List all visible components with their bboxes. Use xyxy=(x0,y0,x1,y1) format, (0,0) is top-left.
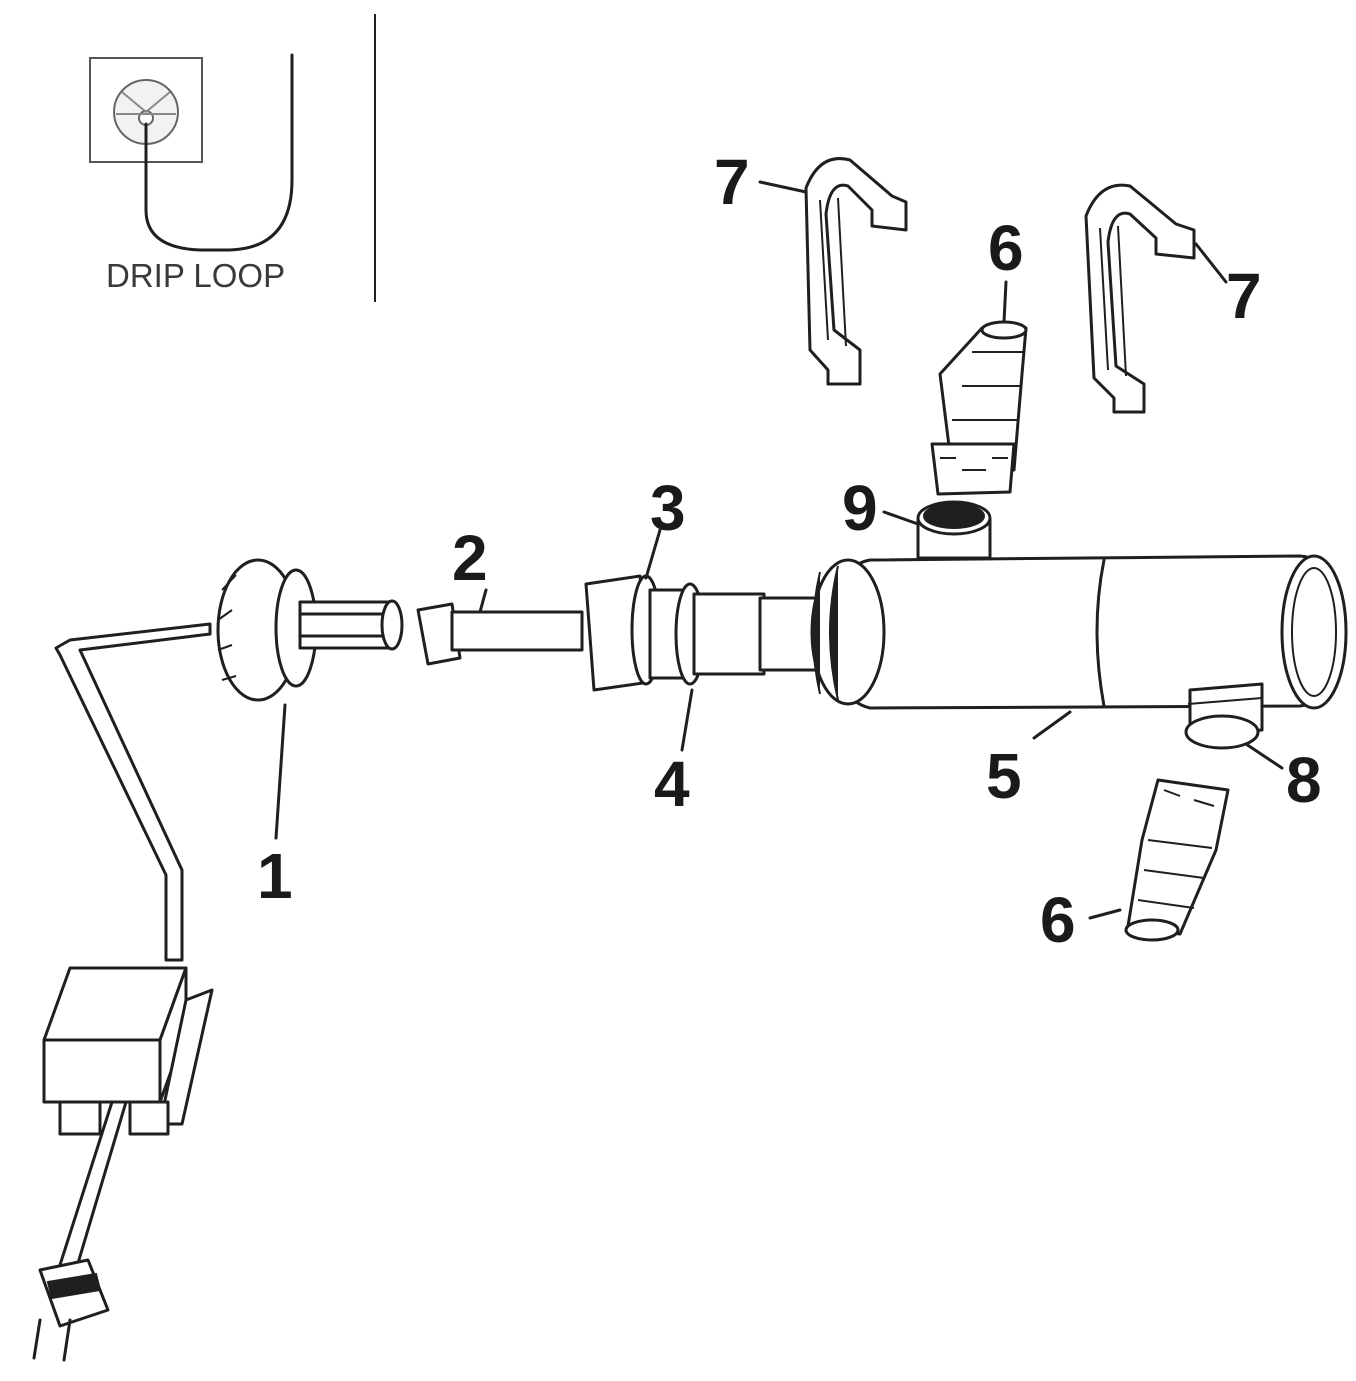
drip-loop-inset: DRIP LOOP xyxy=(89,14,376,302)
callout-6-upper: 6 xyxy=(988,212,1024,284)
callout-6-lower: 6 xyxy=(1040,884,1076,956)
part-6-hose-tail-upper xyxy=(930,320,1028,496)
part-2-uv-lamp xyxy=(416,602,584,666)
callout-9: 9 xyxy=(842,472,878,544)
part-6-hose-tail-lower xyxy=(1124,778,1230,942)
callout-1: 1 xyxy=(257,840,293,912)
callout-2: 2 xyxy=(452,522,488,594)
part-7-clip-right xyxy=(1084,183,1196,414)
part-5-housing xyxy=(810,500,1348,750)
callout-3: 3 xyxy=(650,472,686,544)
part-3-4-quartz-assembly xyxy=(584,574,818,692)
part-7-clip-left xyxy=(804,157,908,386)
callout-7-left: 7 xyxy=(714,146,750,218)
power-supply xyxy=(32,622,214,1362)
callout-7-right: 7 xyxy=(1226,260,1262,332)
callout-8: 8 xyxy=(1286,744,1322,816)
drip-loop-label: DRIP LOOP xyxy=(106,257,285,294)
part-1-lamp-socket xyxy=(216,558,404,702)
callout-5: 5 xyxy=(986,740,1022,812)
drip-loop-cable xyxy=(144,53,294,252)
leader-lines xyxy=(274,180,1284,920)
callout-numbers: 1 2 3 4 5 6 6 7 7 8 9 xyxy=(257,146,1322,956)
callout-4: 4 xyxy=(654,748,690,820)
